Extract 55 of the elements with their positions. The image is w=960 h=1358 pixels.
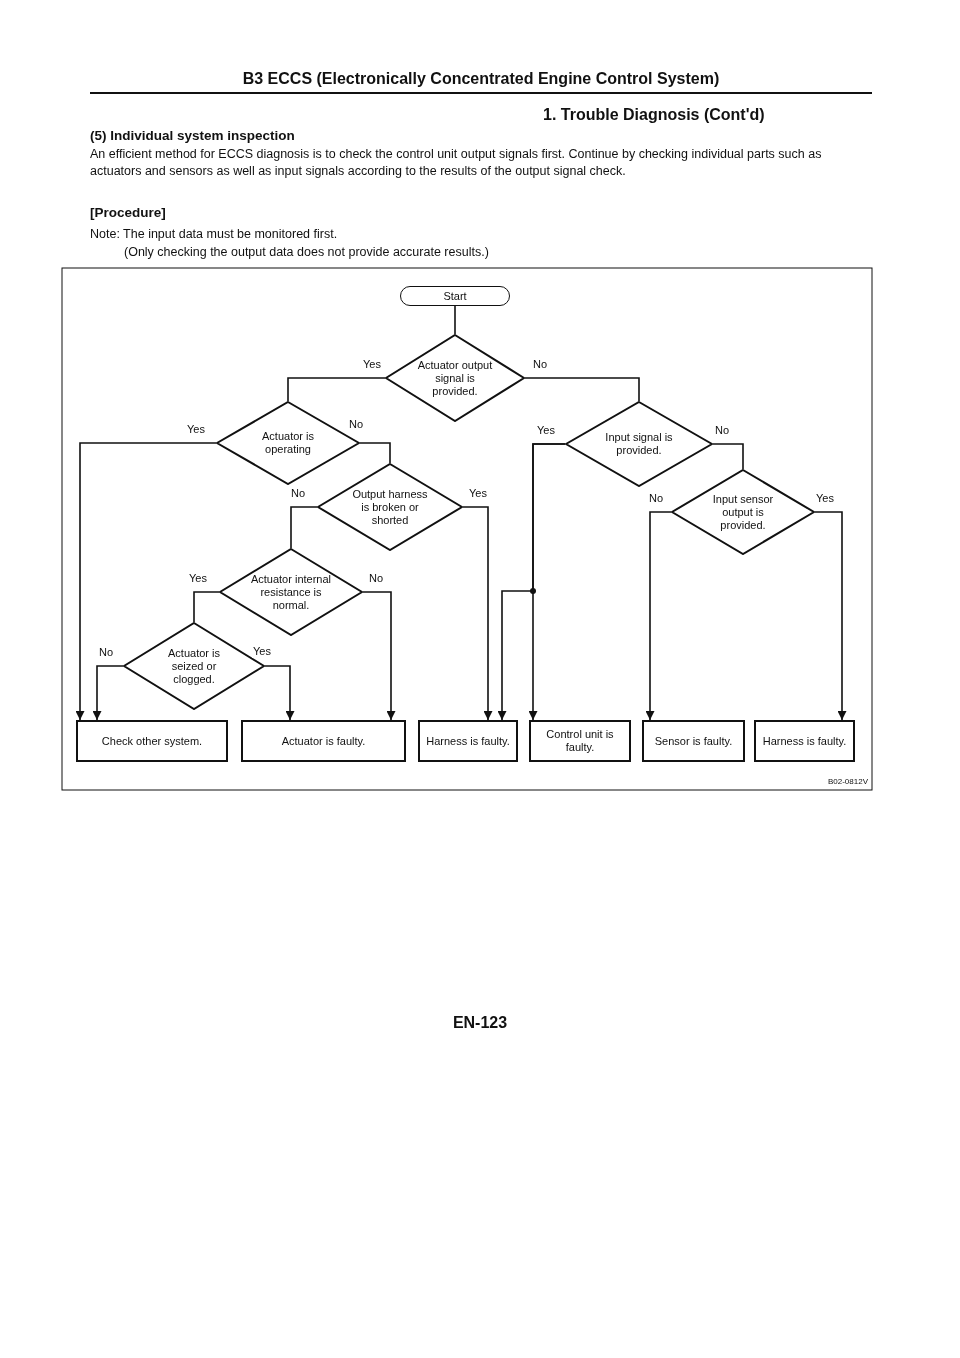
- figure-code: B02-0812V: [826, 777, 868, 788]
- flow-arrow: [75, 442, 217, 721]
- flow-arrow: [462, 506, 493, 721]
- edge-label: No: [714, 424, 731, 437]
- edge-label: Yes: [468, 487, 488, 500]
- edge-label: Yes: [252, 645, 272, 658]
- note-text: Note: The input data must be monitored first.: [90, 226, 339, 243]
- edge-label: Yes: [362, 358, 382, 371]
- edge-label: No: [97, 646, 114, 659]
- flow-arrow: [264, 665, 295, 721]
- edge-label: Yes: [536, 424, 556, 437]
- decision-text: Input signal is provided.: [604, 431, 674, 457]
- decision-text: Actuator is operating: [261, 430, 315, 456]
- result-box: [754, 720, 855, 762]
- flow-arrow: [92, 665, 124, 721]
- flow-arrow: [359, 442, 391, 464]
- result-text: Harness is faulty.: [762, 734, 847, 748]
- result-box: [642, 720, 745, 762]
- edge-label: No: [289, 487, 306, 500]
- decision-text: Output harness is broken or shorted: [351, 487, 429, 527]
- note-text: (Only checking the output data does not provide accurate results.): [124, 244, 490, 261]
- result-text: Harness is faulty.: [426, 734, 510, 748]
- result-text: Check other system.: [101, 734, 203, 748]
- flow-arrow: [712, 443, 744, 470]
- result-text: Actuator is faulty.: [281, 734, 366, 748]
- flow-arrow: [193, 591, 220, 623]
- flow-arrow: [497, 443, 566, 721]
- flow-arrow: [814, 511, 847, 721]
- result-text: Sensor is faulty.: [654, 734, 733, 748]
- decision-text: Actuator output signal is provided.: [416, 358, 494, 398]
- result-box: [418, 720, 518, 762]
- page-title: B3 ECCS (Electronically Concentrated Engine Control System): [241, 70, 721, 88]
- start-terminal: [400, 286, 510, 306]
- page-number: EN-123: [451, 1013, 509, 1033]
- flow-arrow: [645, 511, 672, 721]
- terminal-text: Start: [443, 289, 467, 303]
- section-heading: 1. Trouble Diagnosis (Cont'd): [543, 105, 766, 125]
- procedure-heading: [Procedure]: [90, 204, 167, 222]
- result-box: [529, 720, 631, 762]
- edge-label: Yes: [186, 423, 206, 436]
- edge-label: No: [532, 358, 549, 371]
- body-paragraph: An efficient method for ECCS diagnosis is to check the control unit output signals first. Continue by checking individual parts such as actuators and sensors as well as input signals according to the results of the output signal check.: [90, 146, 823, 180]
- result-box: [76, 720, 228, 762]
- subsection-heading: (5) Individual system inspection: [90, 127, 296, 145]
- edge-label: Yes: [188, 572, 208, 585]
- edge-label: No: [647, 492, 664, 505]
- decision-text: Input sensor output is provided.: [711, 492, 775, 532]
- decision-text: Actuator internal resistance is normal.: [249, 572, 333, 612]
- result-text: Control unit is faulty.: [545, 728, 615, 754]
- flow-arrow: [362, 591, 396, 721]
- result-box: [241, 720, 406, 762]
- decision-text: Actuator is seized or clogged.: [167, 646, 221, 686]
- edge-label: No: [368, 572, 385, 585]
- edge-label: Yes: [815, 492, 835, 505]
- edge-label: No: [348, 418, 365, 431]
